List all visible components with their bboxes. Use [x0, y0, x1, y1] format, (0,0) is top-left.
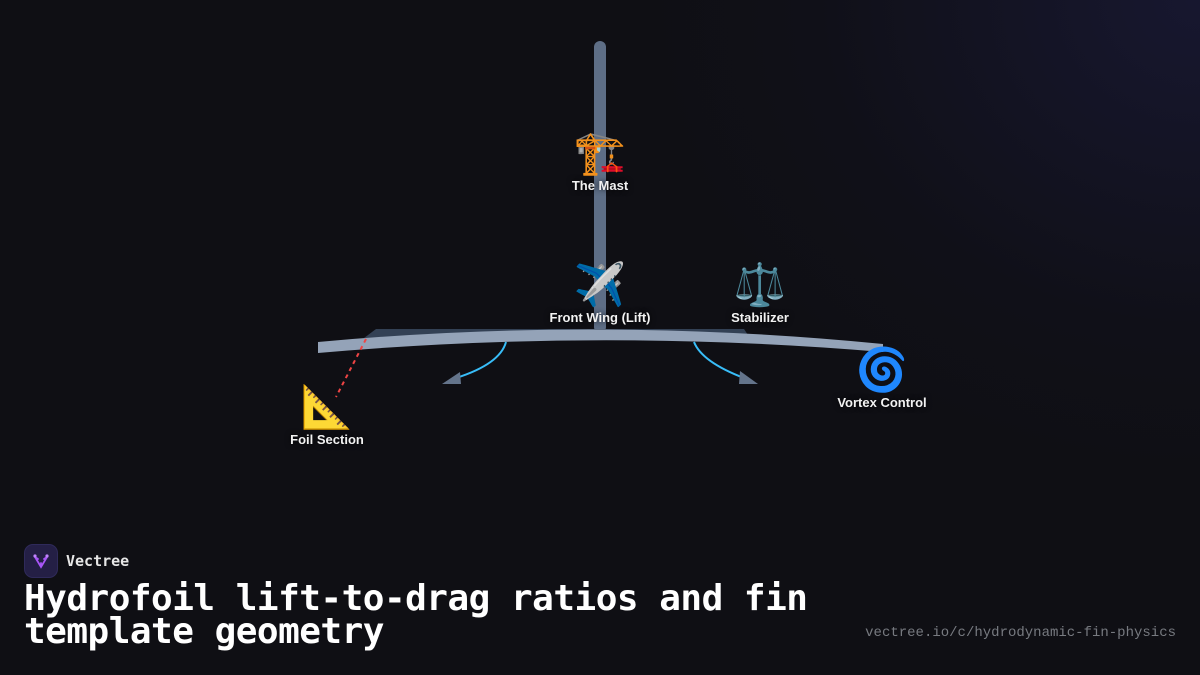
node-vortex-control[interactable]: 🌀 Vortex Control — [837, 345, 927, 411]
right-arrow-head — [739, 371, 758, 384]
mast-shape — [594, 41, 606, 333]
triangular-ruler-icon: 📐 — [300, 382, 354, 431]
node-label: Front Wing (Lift) — [549, 310, 651, 325]
brand-name: Vectree — [66, 552, 130, 570]
node-label: Stabilizer — [731, 310, 789, 325]
front-wing-shape — [318, 329, 883, 353]
node-label: Foil Section — [290, 432, 364, 447]
right-flow-arrow — [693, 341, 745, 379]
brand: Vectree — [24, 544, 129, 578]
construction-crane-icon: 🏗️ — [573, 128, 627, 177]
foil-section-dashed-line — [335, 338, 367, 398]
vectree-logo-icon — [24, 544, 58, 578]
left-flow-arrow — [455, 341, 507, 379]
balance-scale-icon: ⚖️ — [733, 260, 787, 309]
node-foil-section[interactable]: 📐 Foil Section — [290, 382, 364, 448]
node-the-mast[interactable]: 🏗️ The Mast — [571, 128, 629, 194]
cyclone-icon: 🌀 — [855, 345, 909, 394]
node-label: The Mast — [571, 178, 629, 193]
node-front-wing[interactable]: ✈️ Front Wing (Lift) — [549, 260, 651, 326]
node-stabilizer[interactable]: ⚖️ Stabilizer — [731, 260, 789, 326]
node-label: Vortex Control — [837, 395, 927, 410]
page-title: Hydrofoil lift-to-drag ratios and fin te… — [24, 578, 808, 652]
source-url[interactable]: vectree.io/c/hydrodynamic-fin-physics — [865, 625, 1176, 641]
airplane-icon: ✈️ — [573, 260, 627, 309]
left-arrow-head — [442, 372, 461, 384]
